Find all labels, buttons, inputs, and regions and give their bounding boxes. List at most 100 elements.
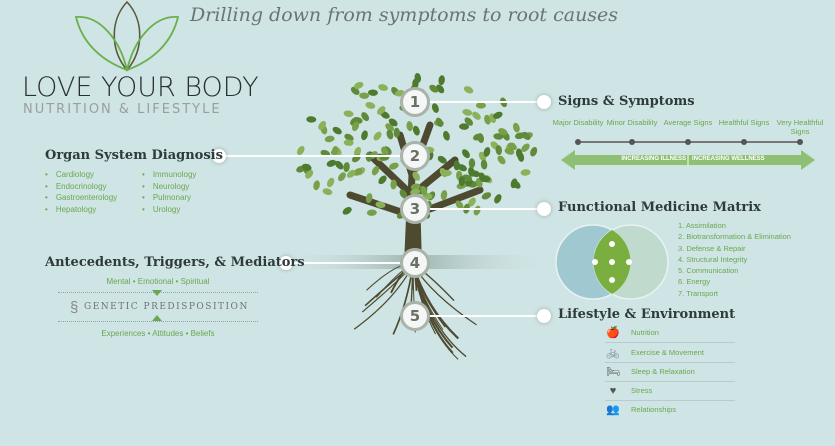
leaf	[458, 176, 466, 187]
leaf	[435, 117, 444, 127]
leaf	[306, 116, 317, 123]
matrix-item: 5. Communication	[678, 266, 739, 276]
organ-list-2: Immunology Neurology Pulmonary Urology	[142, 169, 197, 216]
leaf	[359, 92, 370, 99]
leaf	[438, 75, 445, 86]
arrow-down-icon	[152, 290, 162, 296]
leaf	[322, 188, 333, 196]
matrix-venn-diagram	[555, 224, 669, 300]
leaf	[361, 130, 368, 141]
leaf	[305, 169, 314, 179]
leaf	[521, 143, 530, 152]
matrix-item: 7. Transport	[678, 288, 719, 298]
lifestyle-heading: Lifestyle & Environment	[558, 307, 736, 322]
scale-dot	[629, 139, 635, 145]
organ-item: Urology	[142, 204, 196, 216]
leaf	[406, 121, 413, 132]
leaf	[457, 164, 467, 172]
leaf	[504, 147, 515, 155]
leaf	[352, 121, 360, 132]
signs-heading: Signs & Symptoms	[558, 94, 695, 109]
scale-label: Minor Disability	[606, 118, 658, 127]
scale-label: Healthful Signs	[718, 118, 770, 127]
leaf	[495, 145, 502, 156]
leaf	[353, 168, 363, 176]
leaf	[494, 194, 502, 204]
arrow-up-icon	[152, 315, 162, 321]
antecedents-top: Mental • Emotional • Spiritual	[106, 277, 210, 286]
leaf	[464, 117, 473, 126]
organ-item: Hepatology	[45, 204, 117, 216]
lifestyle-item-sleep: 🛏Sleep & Relaxation	[605, 362, 735, 382]
scale-dot	[575, 139, 581, 145]
matrix-list: 1. Assimilation 2. Biotransformation & E…	[678, 220, 791, 299]
leaf	[378, 175, 387, 185]
brand-name: LOVE YOUR BODY	[22, 72, 259, 103]
leaf	[498, 128, 508, 136]
logo-leaves-icon	[74, 0, 180, 72]
leaf	[327, 177, 335, 188]
leaf	[393, 127, 400, 138]
leaf	[386, 129, 394, 140]
step-node-2: 2	[400, 141, 430, 171]
leaf	[346, 169, 356, 178]
leaf	[420, 186, 428, 196]
leaf	[468, 158, 476, 169]
connector-dot	[212, 149, 226, 163]
leaf	[513, 122, 520, 133]
organ-heading: Organ System Diagnosis	[45, 148, 223, 163]
leaf	[381, 146, 389, 157]
people-icon: 👥	[606, 404, 620, 416]
leaf	[475, 102, 486, 109]
leaf	[472, 133, 483, 141]
leaf	[462, 149, 470, 159]
leaf	[313, 180, 320, 191]
leaf	[353, 147, 362, 157]
leaf	[470, 170, 481, 178]
leaf	[480, 159, 488, 170]
scale-label: Average Signs	[663, 118, 713, 127]
divider	[58, 321, 258, 322]
leaf	[389, 162, 399, 170]
leaf	[375, 201, 386, 209]
leaf	[480, 175, 491, 183]
connector-2	[219, 155, 400, 157]
leaf	[373, 131, 382, 141]
leaf	[473, 205, 481, 216]
leaf	[324, 135, 335, 143]
connector-5	[430, 315, 543, 317]
leaf	[483, 147, 491, 157]
leaf	[436, 84, 445, 94]
genetic-predisposition: Genetic Predisposition	[84, 302, 249, 312]
organ-list-1: Cardiology Endocrinology Gastroenterolog…	[45, 169, 117, 215]
leaf	[459, 123, 470, 130]
leaf	[335, 160, 344, 170]
lifestyle-item-exercise: 🚲Exercise & Movement	[605, 343, 735, 363]
organ-item: Neurology	[142, 181, 196, 193]
leaf	[378, 84, 388, 91]
leaf	[521, 131, 531, 140]
step-node-3: 3	[400, 194, 430, 224]
leaf	[318, 120, 327, 130]
leaf	[443, 130, 450, 141]
leaf	[388, 118, 398, 127]
step-node-4: 4	[400, 248, 430, 278]
leaf	[338, 172, 346, 182]
leaf	[512, 180, 521, 189]
lifestyle-item-relationships: 👥Relationships	[605, 400, 735, 419]
connector-dot	[537, 202, 551, 216]
leaf	[412, 125, 420, 136]
lifestyle-label: Sleep & Relaxation	[631, 367, 695, 376]
step-node-5: 5	[400, 301, 430, 331]
apple-icon: 🍎	[606, 327, 620, 339]
leaf	[410, 188, 421, 196]
connector-4	[286, 262, 400, 264]
leaf	[344, 133, 354, 142]
leaf	[440, 190, 448, 201]
matrix-item: 6. Energy	[678, 277, 711, 287]
lifestyle-item-stress: ♥Stress	[605, 381, 735, 401]
leaf	[530, 146, 538, 157]
connector-dot	[537, 309, 551, 323]
leaf	[332, 126, 342, 135]
leaf	[390, 179, 397, 190]
